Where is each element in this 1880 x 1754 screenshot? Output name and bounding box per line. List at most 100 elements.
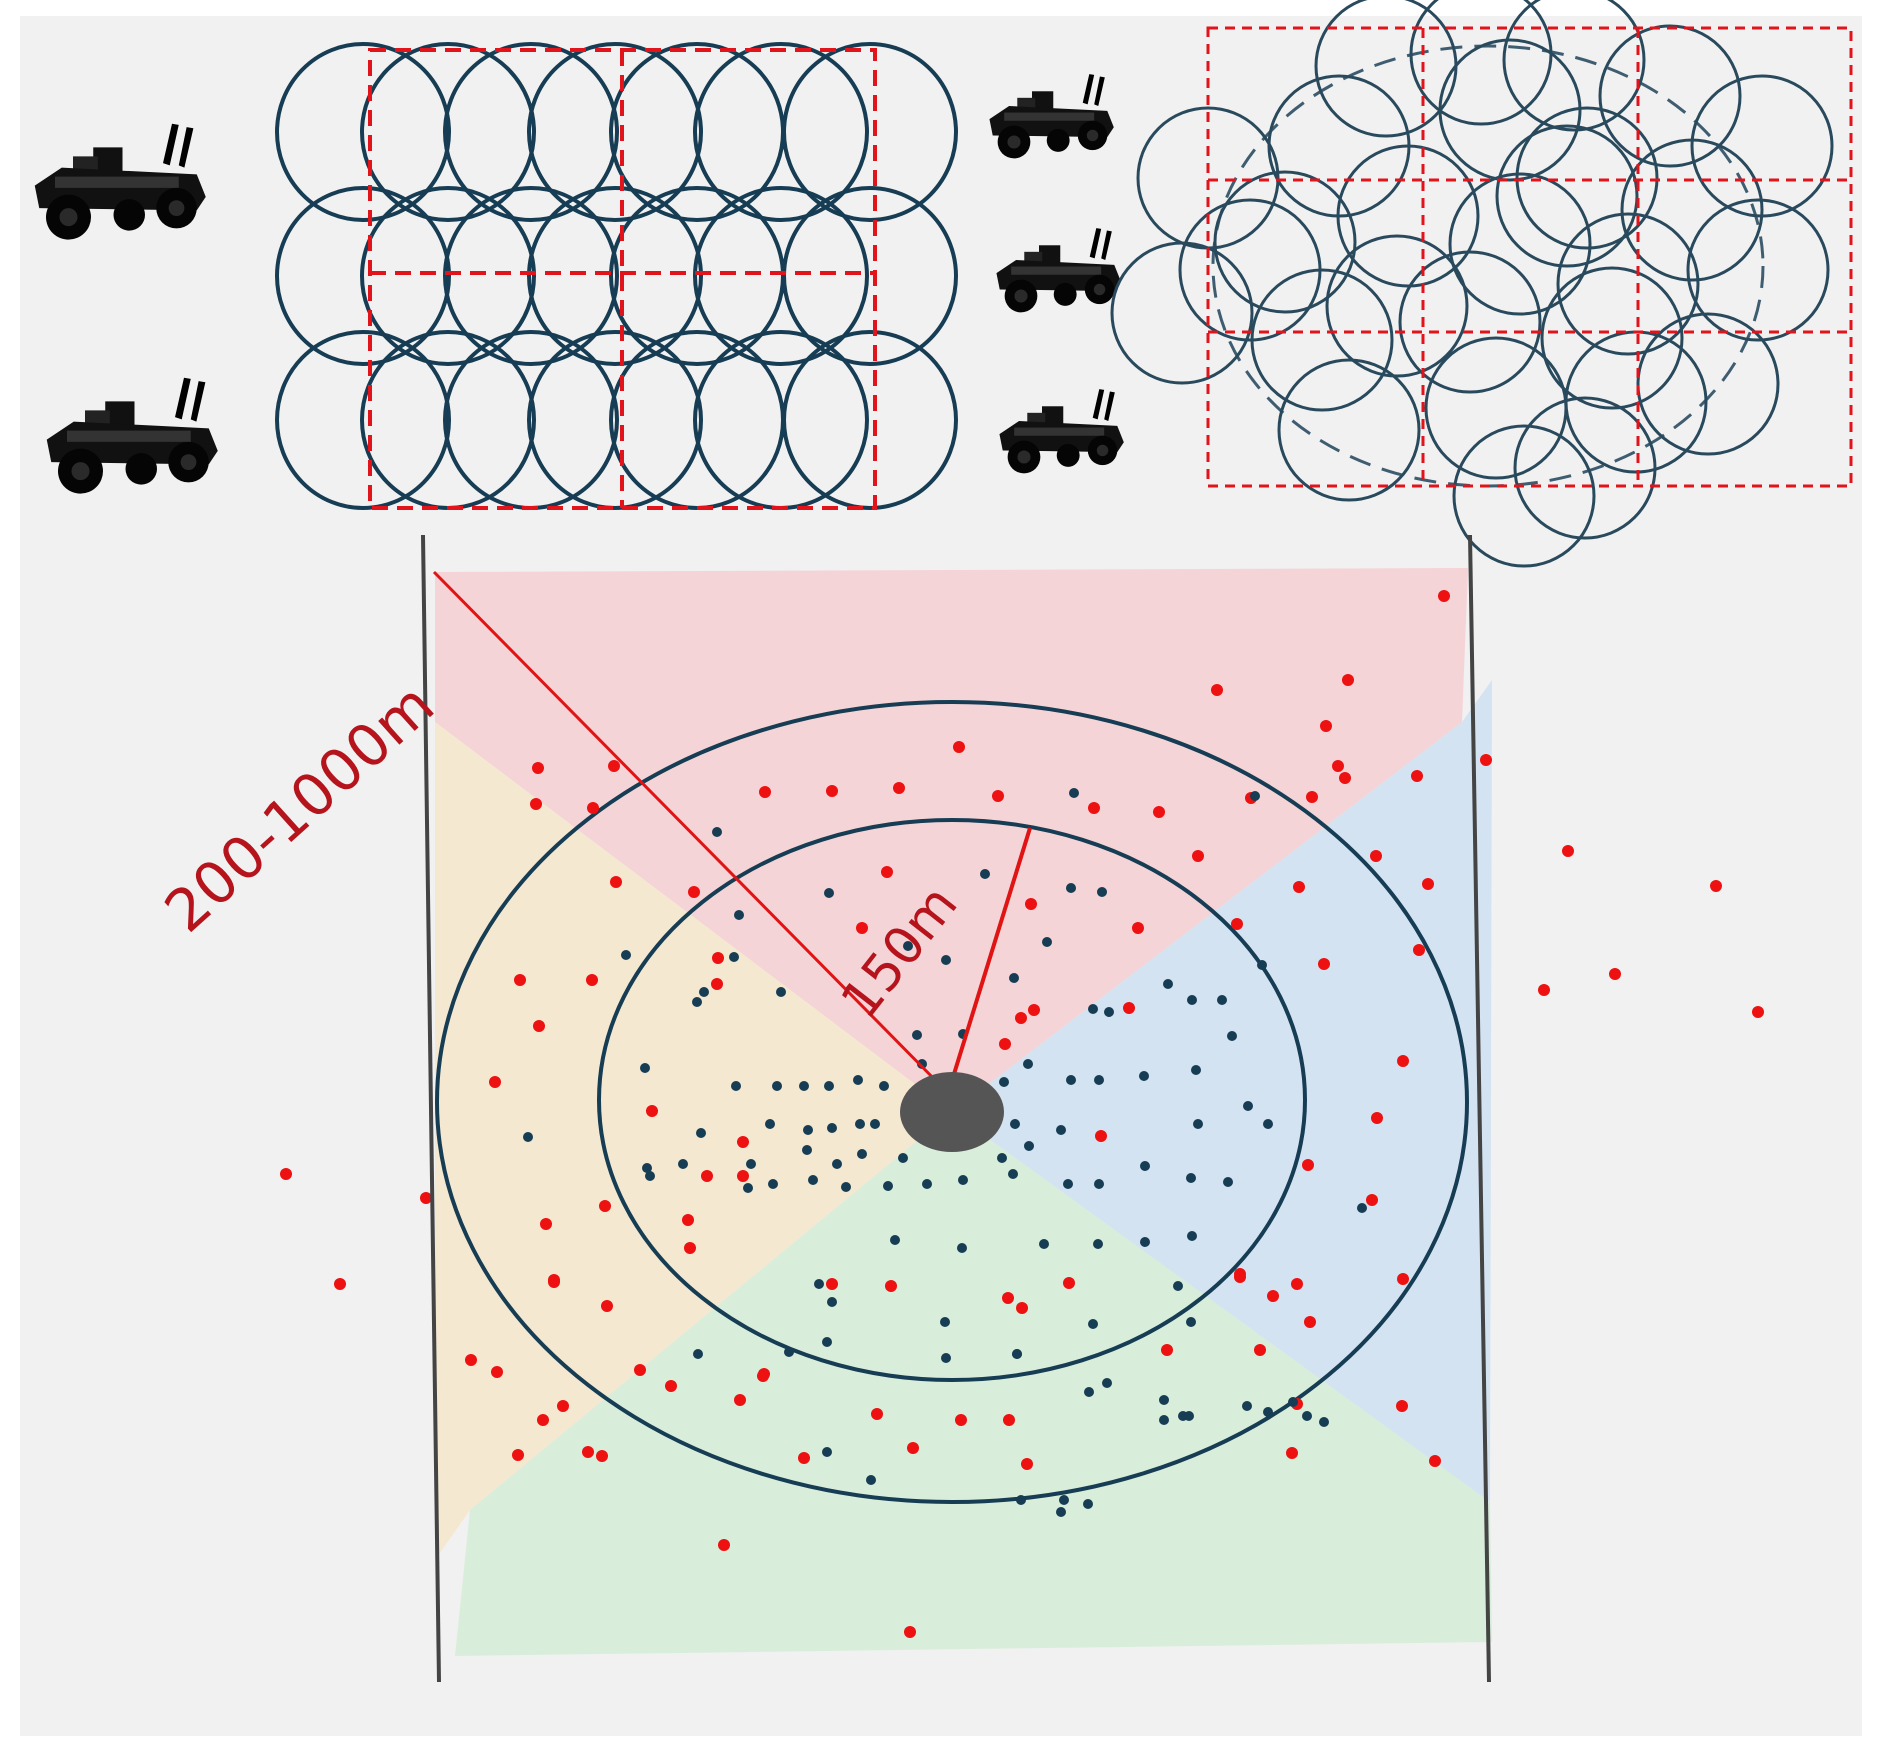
red-sensor-node [582, 1446, 594, 1458]
red-sensor-node [1752, 1006, 1764, 1018]
coverage-circle [527, 330, 703, 510]
dark-sensor-node [824, 888, 834, 898]
dark-sensor-node [1012, 1349, 1022, 1359]
dark-sensor-node [1186, 1317, 1196, 1327]
dark-sensor-node [640, 1063, 650, 1073]
sector-left [435, 722, 952, 1560]
coverage-circle [1515, 106, 1659, 250]
dark-sensor-node [1184, 1411, 1194, 1421]
dark-sensor-node [822, 1447, 832, 1457]
red-sensor-node [1304, 1316, 1316, 1328]
dark-sensor-node [765, 1119, 775, 1129]
red-sensor-node [1267, 1290, 1279, 1302]
dark-sensor-node [1140, 1237, 1150, 1247]
red-sensor-node [871, 1408, 883, 1420]
red-sensor-node [489, 1076, 501, 1088]
dark-sensor-node [1257, 960, 1267, 970]
red-sensor-node [737, 1170, 749, 1182]
dark-sensor-node [879, 1081, 889, 1091]
red-sensor-node [280, 1168, 292, 1180]
red-sensor-node [530, 798, 542, 810]
red-sensor-node [599, 1200, 611, 1212]
dark-sensor-node [1357, 1203, 1367, 1213]
dark-sensor-node [743, 1183, 753, 1193]
dark-sensor-node [1159, 1415, 1169, 1425]
dark-sensor-node [917, 1059, 927, 1069]
dark-sensor-node [1088, 1319, 1098, 1329]
dark-sensor-node [1059, 1495, 1069, 1505]
inner-coverage-ring [597, 818, 1307, 1382]
red-sensor-node [757, 1370, 769, 1382]
red-sensor-node [1002, 1292, 1014, 1304]
red-sensor-node [1339, 772, 1351, 784]
coverage-circle [275, 42, 451, 222]
dark-sensor-node [746, 1159, 756, 1169]
red-sensor-node [548, 1276, 560, 1288]
dark-sensor-node [1016, 1495, 1026, 1505]
red-sensor-node [1366, 1194, 1378, 1206]
outer-radius-line [432, 570, 947, 1092]
red-sensor-node [1306, 791, 1318, 803]
dark-sensor-node [1069, 788, 1079, 798]
dark-sensor-node [1186, 1173, 1196, 1183]
dark-sensor-node [1163, 979, 1173, 989]
red-sensor-node [759, 786, 771, 798]
dark-sensor-node [1217, 995, 1227, 1005]
sector-top [435, 568, 1468, 1112]
dark-sensor-node [1093, 1239, 1103, 1249]
coverage-circle [1448, 172, 1592, 316]
coverage-circle [360, 42, 536, 222]
red-sensor-node [1028, 1004, 1040, 1016]
dark-sensor-node [1191, 1065, 1201, 1075]
coverage-circle [1598, 24, 1742, 168]
red-sensor-node [826, 785, 838, 797]
coverage-rings [435, 700, 1469, 1504]
dark-sensor-node [1319, 1417, 1329, 1427]
coverage-circle [1540, 266, 1684, 410]
coverage-circle [443, 186, 619, 366]
dark-sensor-node [729, 952, 739, 962]
red-sensor-node [798, 1452, 810, 1464]
red-sensor-node [1429, 1455, 1441, 1467]
red-sensor-node [1234, 1271, 1246, 1283]
dark-sensor-node [1084, 1387, 1094, 1397]
coverage-circle [782, 186, 958, 366]
dark-sensor-node [731, 1081, 741, 1091]
coverage-circle [1556, 212, 1700, 356]
coverage-circle [1213, 170, 1357, 314]
dark-sensor-node [1094, 1179, 1104, 1189]
dark-sensor-node [776, 987, 786, 997]
red-sensor-node [601, 1300, 613, 1312]
red-sensor-node [1342, 674, 1354, 686]
dark-sensor-node [1242, 1401, 1252, 1411]
dark-sensor-node [1056, 1125, 1066, 1135]
red-sensor-node [712, 952, 724, 964]
red-sensor-node [557, 1400, 569, 1412]
sector-right [952, 680, 1492, 1502]
red-sensor-node [665, 1380, 677, 1392]
red-sensor-node [1396, 1400, 1408, 1412]
coverage-circle [1513, 396, 1657, 540]
red-sensor-node [885, 1280, 897, 1292]
coverage-circle [1620, 138, 1764, 282]
coverage-circle [1636, 312, 1780, 456]
coverage-circle [275, 330, 451, 510]
dark-sensor-node [857, 1149, 867, 1159]
area-boundary-right [1468, 534, 1491, 1683]
dark-sensor-node [1008, 1169, 1018, 1179]
dark-sensor-node [827, 1297, 837, 1307]
red-sensor-node [537, 1414, 549, 1426]
red-sensor-node [999, 1038, 1011, 1050]
random-coverage-panel [1110, 0, 1853, 568]
red-sensor-node [682, 1214, 694, 1226]
dark-sensor-node [1039, 1239, 1049, 1249]
center-node [900, 1072, 1004, 1152]
coverage-circle [275, 186, 451, 366]
dark-sensor-node [827, 1123, 837, 1133]
grid-cell-boundary [1206, 26, 1853, 488]
red-sensor-node [1480, 754, 1492, 766]
red-sensor-node [893, 782, 905, 794]
red-sensor-node [1211, 684, 1223, 696]
red-sensor-node [646, 1105, 658, 1117]
dark-sensor-node [814, 1279, 824, 1289]
